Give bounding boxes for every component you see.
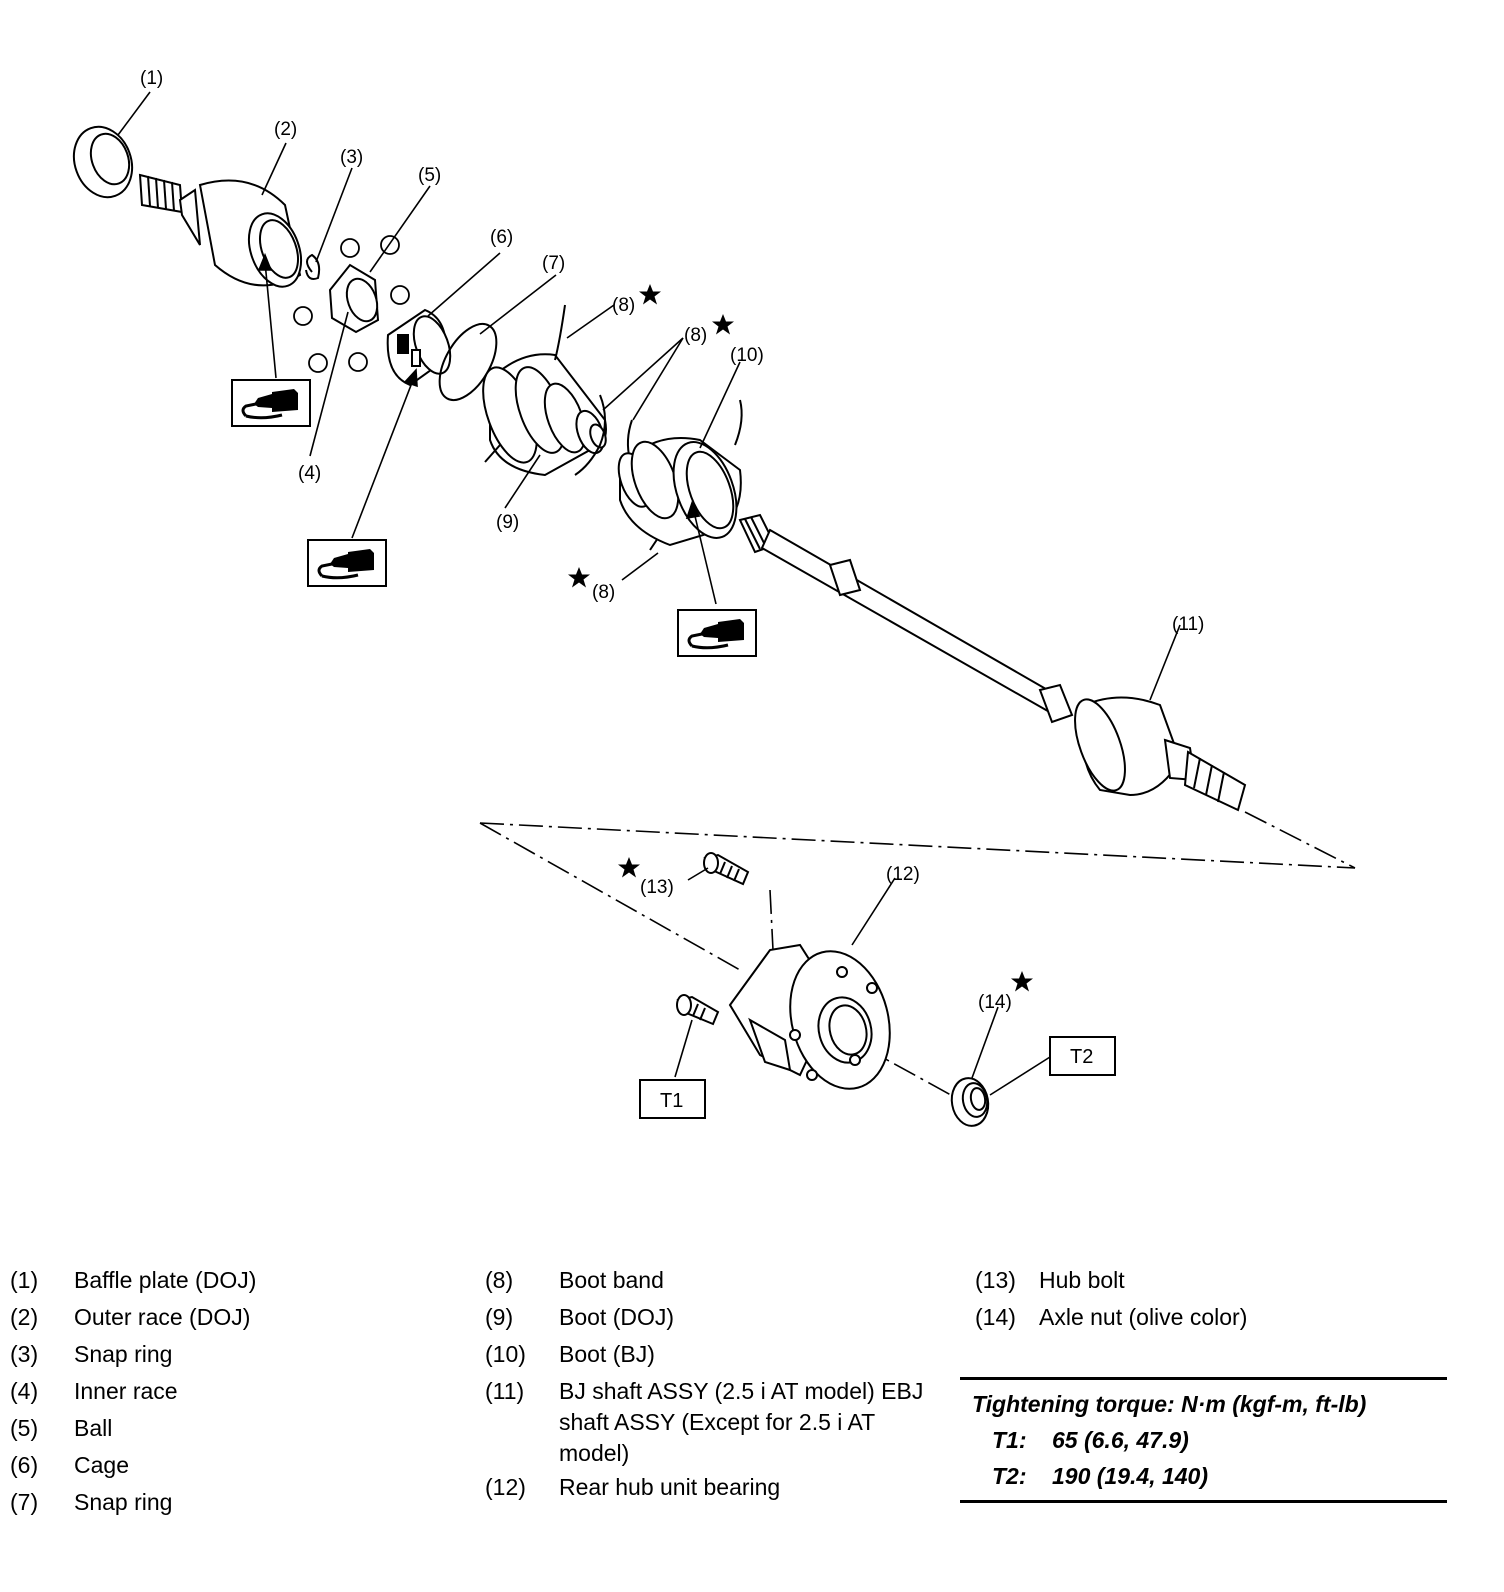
torque-row-label: T1: — [992, 1427, 1027, 1453]
legend-item: (3) Snap ring — [10, 1336, 430, 1373]
legend-number: (14) — [975, 1304, 1016, 1330]
tightening-torque-box: Tightening torque: N·m (kgf-m, ft-lb) T1… — [960, 1377, 1447, 1503]
leader-lines — [117, 91, 1181, 1096]
callout-1: (1) — [140, 68, 163, 89]
grease-gun-icon — [306, 538, 388, 588]
legend-column-3: (13) Hub bolt (14) Axle nut (olive color) — [975, 1262, 1475, 1336]
callout-8-top: (8) — [612, 295, 635, 316]
callout-7: (7) — [542, 253, 565, 274]
legend-text: Hub bolt — [1039, 1267, 1125, 1293]
grease-gun-icon — [676, 608, 758, 658]
legend-number: (11) — [485, 1378, 525, 1404]
torque-label-t2: T2 — [1070, 1046, 1093, 1068]
legend-item: (12) Rear hub unit bearing — [485, 1469, 945, 1506]
legend-item: (14) Axle nut (olive color) — [975, 1299, 1475, 1336]
legend-number: (4) — [10, 1378, 39, 1404]
star-icon — [618, 857, 640, 878]
legend-column-2: (8) Boot band (9) Boot (DOJ) (10) Boot (BJ)… — [485, 1262, 945, 1506]
legend-text: Snap ring — [74, 1341, 173, 1367]
legend-item: (4) Inner race — [10, 1373, 430, 1410]
legend-number: (6) — [10, 1452, 39, 1478]
torque-label-t1: T1 — [660, 1090, 683, 1112]
legend-column-1: (1) Baffle plate (DOJ) (2) Outer race (DOJ… — [10, 1262, 430, 1521]
legend-item: (7) Snap ring — [10, 1484, 430, 1521]
legend-number: (2) — [10, 1304, 39, 1330]
legend-number: (13) — [975, 1267, 1016, 1293]
grease-arrows — [257, 252, 717, 605]
legend-text: Ball — [74, 1415, 113, 1441]
boot-bj-part — [617, 437, 742, 547]
callout-2: (2) — [274, 119, 297, 140]
legend-text: Outer race (DOJ) — [74, 1304, 251, 1330]
callout-13: (13) — [640, 877, 674, 898]
cage-part — [386, 308, 452, 387]
legend-item: (10) Boot (BJ) — [485, 1336, 945, 1373]
legend-item: (8) Boot band — [485, 1262, 945, 1299]
callout-12: (12) — [886, 864, 920, 885]
hub-bolt-part — [703, 852, 750, 886]
legend-number: (10) — [485, 1341, 526, 1367]
legend-text: Baffle plate (DOJ) — [74, 1267, 257, 1293]
snap-ring-part-3 — [305, 253, 321, 280]
ball-set-part — [293, 235, 410, 373]
torque-row-value: 65 (6.6, 47.9) — [1052, 1427, 1189, 1453]
exploded-view-diagram: (1) (2) (3) (5) (6) (7) (8) (8) (10) (4)… — [72, 68, 1356, 1127]
baffle-plate-part — [72, 125, 134, 199]
callout-8-low: (8) — [592, 582, 615, 603]
torque-row-t2: T2: 190 (19.4, 140) — [960, 1458, 1447, 1494]
torque-row-value: 190 (19.4, 140) — [1052, 1463, 1209, 1489]
callout-8-mid: (8) — [684, 325, 707, 346]
legend-item: (5) Ball — [10, 1410, 430, 1447]
legend-item: (2) Outer race (DOJ) — [10, 1299, 430, 1336]
legend-number: (8) — [485, 1267, 514, 1293]
legend-item: (11) BJ shaft ASSY (2.5 i AT model) EBJ s… — [485, 1373, 945, 1469]
callout-5: (5) — [418, 165, 441, 186]
callout-11: (11) — [1172, 614, 1204, 635]
torque-row-t1: T1: 65 (6.6, 47.9) — [960, 1422, 1447, 1458]
legend-item: (13) Hub bolt — [975, 1262, 1475, 1299]
callout-6: (6) — [490, 227, 513, 248]
callout-3: (3) — [340, 147, 363, 168]
star-icon — [712, 314, 734, 335]
legend-text: Cage — [74, 1452, 129, 1478]
alignment-lines — [479, 811, 1356, 1101]
legend-number: (12) — [485, 1474, 526, 1500]
legend-text: Snap ring — [74, 1489, 173, 1515]
bj-shaft-assembly-part — [738, 513, 1247, 812]
rear-hub-unit-bearing-part — [728, 943, 891, 1090]
star-icon — [1011, 971, 1033, 992]
torque-box-t2 — [1049, 1036, 1116, 1076]
callout-4: (4) — [298, 463, 321, 484]
outer-race-part — [138, 173, 303, 288]
legend-text: Axle nut (olive color) — [1039, 1304, 1248, 1330]
legend-number: (9) — [485, 1304, 514, 1330]
legend-text: Boot band — [559, 1267, 664, 1293]
torque-title: Tightening torque: N·m (kgf-m, ft-lb) — [972, 1391, 1367, 1417]
legend-number: (5) — [10, 1415, 39, 1441]
star-icon — [568, 567, 590, 588]
torque-box-t1 — [639, 1079, 706, 1119]
legend-number: (1) — [10, 1267, 39, 1293]
boot-doj-part — [482, 353, 607, 477]
grease-gun-icon — [230, 378, 312, 428]
legend-item: (6) Cage — [10, 1447, 430, 1484]
legend-text: BJ shaft ASSY (2.5 i AT model) EBJ shaft… — [559, 1378, 924, 1466]
axle-nut-part — [950, 1077, 990, 1127]
callout-14: (14) — [978, 992, 1012, 1013]
legend-number: (7) — [10, 1489, 39, 1515]
inner-race-part — [328, 263, 380, 334]
hub-bolt-lower-part — [676, 994, 720, 1026]
callout-10: (10) — [730, 345, 764, 366]
legend-text: Rear hub unit bearing — [559, 1474, 781, 1500]
legend-number: (3) — [10, 1341, 39, 1367]
legend-text: Inner race — [74, 1378, 178, 1404]
legend-text: Boot (DOJ) — [559, 1304, 675, 1330]
torque-row-label: T2: — [992, 1463, 1027, 1489]
legend-item: (9) Boot (DOJ) — [485, 1299, 945, 1336]
star-icon — [639, 284, 661, 305]
legend-item: (1) Baffle plate (DOJ) — [10, 1262, 430, 1299]
legend-text: Boot (BJ) — [559, 1341, 655, 1367]
callout-9: (9) — [496, 512, 519, 533]
